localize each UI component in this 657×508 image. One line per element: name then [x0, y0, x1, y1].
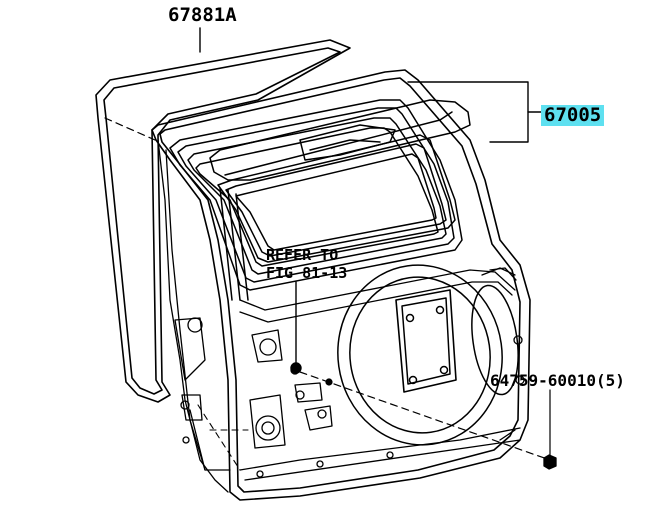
- dashed-connectors: [197, 404, 249, 471]
- lower-door-panel: [239, 267, 521, 481]
- refer-label-line2[interactable]: FIG 81-13: [266, 264, 348, 282]
- refer-leader: [290, 281, 302, 374]
- right-panel-details: [489, 267, 525, 441]
- bracket-67005: [407, 81, 542, 143]
- window-opening: [169, 99, 463, 291]
- door-side-panel: [157, 139, 231, 493]
- nut-icon: [543, 454, 557, 470]
- refer-label-line1: REFER TO: [266, 246, 339, 264]
- weatherstrip-67881a: [95, 39, 351, 403]
- part-label-64759: 64759-60010(5): [490, 371, 625, 390]
- part-label-67881a: 67881A: [168, 4, 237, 26]
- part-label-67005[interactable]: 67005: [541, 105, 605, 126]
- spare-tire-mount: [337, 264, 519, 446]
- nut-leader: [104, 117, 551, 461]
- glass-frame: [217, 134, 456, 301]
